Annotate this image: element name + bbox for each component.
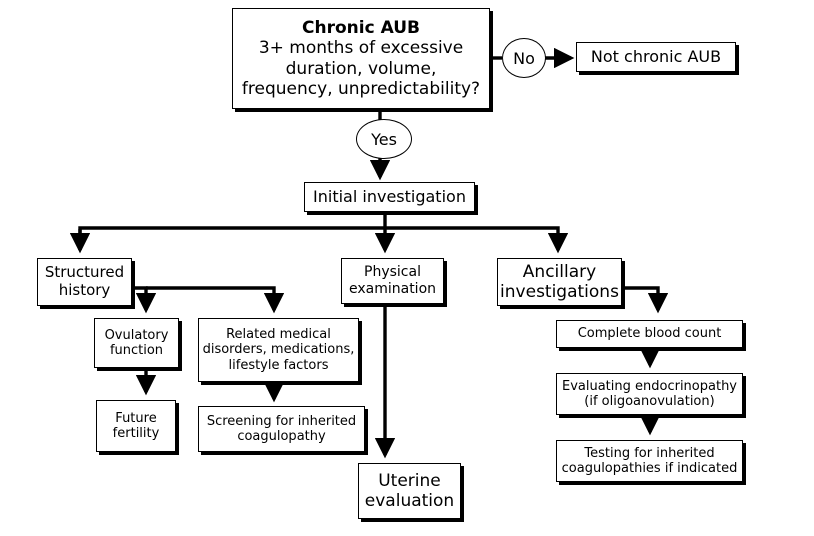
arrow-to-related bbox=[146, 286, 285, 314]
decision-no-label: No bbox=[513, 48, 535, 68]
decision-no: No bbox=[502, 38, 546, 78]
testing-coagulopathies-line-1: Testing for inherited bbox=[584, 445, 715, 461]
structured-history-line-2: history bbox=[58, 281, 111, 299]
chronic-aub-line-1: 3+ months of excessive bbox=[258, 38, 464, 59]
decision-yes: Yes bbox=[356, 119, 412, 159]
testing-coagulopathies-line-2: coagulopathies if indicated bbox=[561, 461, 738, 476]
future-fertility-box: Future fertility bbox=[96, 400, 176, 452]
future-fertility-line-2: fertility bbox=[112, 426, 160, 441]
future-fertility-line-1: Future bbox=[115, 410, 157, 426]
related-medical-line-3: lifestyle factors bbox=[228, 357, 329, 373]
physical-examination-line-2: examination bbox=[348, 281, 437, 297]
evaluating-endocrinopathy-line-1: Evaluating endocrinopathy bbox=[561, 378, 737, 394]
initial-investigation-label: Initial investigation bbox=[313, 186, 466, 206]
not-chronic-aub-box: Not chronic AUB bbox=[576, 42, 736, 72]
initial-investigation-box: Initial investigation bbox=[304, 182, 475, 212]
physical-examination-box: Physical examination bbox=[341, 258, 444, 304]
decision-yes-label: Yes bbox=[371, 129, 397, 149]
structured-history-line-1: Structured bbox=[44, 263, 125, 282]
chronic-aub-title: Chronic AUB bbox=[302, 18, 420, 39]
related-medical-line-2: disorders, medications, bbox=[202, 342, 355, 358]
testing-coagulopathies-box: Testing for inherited coagulopathies if … bbox=[556, 440, 743, 482]
chronic-aub-line-3: frequency, unpredictability? bbox=[241, 78, 481, 99]
chronic-aub-line-2: duration, volume, bbox=[285, 58, 437, 79]
complete-blood-count-label: Complete blood count bbox=[577, 326, 722, 342]
ancillary-investigations-line-2: investigations bbox=[500, 282, 619, 302]
not-chronic-aub-label: Not chronic AUB bbox=[590, 46, 722, 66]
screening-coagulopathy-box: Screening for inherited coagulopathy bbox=[198, 406, 365, 452]
screening-coagulopathy-line-1: Screening for inherited bbox=[206, 413, 357, 429]
physical-examination-line-1: Physical bbox=[364, 264, 421, 281]
evaluating-endocrinopathy-box: Evaluating endocrinopathy (if oligoanovu… bbox=[556, 373, 743, 415]
ovulatory-function-box: Ovulatory function bbox=[94, 318, 179, 368]
arrow-to-ovulatory bbox=[132, 286, 157, 314]
uterine-evaluation-line-1: Uterine bbox=[378, 470, 441, 491]
structured-history-box: Structured history bbox=[37, 258, 132, 306]
connector-branch-bar bbox=[78, 226, 569, 254]
related-medical-line-1: Related medical bbox=[226, 327, 331, 342]
related-medical-box: Related medical disorders, medications, … bbox=[198, 318, 359, 382]
uterine-evaluation-box: Uterine evaluation bbox=[358, 463, 461, 519]
ovulatory-function-line-1: Ovulatory bbox=[104, 327, 169, 343]
arrow-ancillary-to-cbc bbox=[622, 286, 669, 314]
screening-coagulopathy-line-2: coagulopathy bbox=[237, 429, 326, 444]
uterine-evaluation-line-2: evaluation bbox=[364, 491, 455, 511]
ovulatory-function-line-2: function bbox=[109, 343, 164, 358]
evaluating-endocrinopathy-line-2: (if oligoanovulation) bbox=[584, 394, 715, 409]
chronic-aub-question-box: Chronic AUB 3+ months of excessive durat… bbox=[232, 8, 490, 109]
ancillary-investigations-line-1: Ancillary bbox=[522, 261, 597, 282]
complete-blood-count-box: Complete blood count bbox=[556, 320, 743, 348]
ancillary-investigations-box: Ancillary investigations bbox=[497, 258, 622, 306]
